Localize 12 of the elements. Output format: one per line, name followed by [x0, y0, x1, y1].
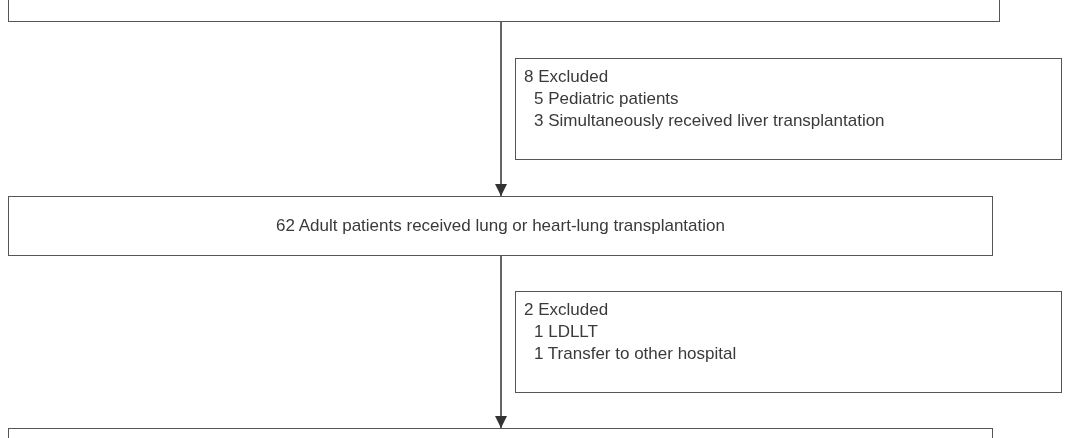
list-item: 1 Transfer to other hospital	[534, 343, 737, 365]
arrow	[495, 255, 507, 429]
box-text: 8 Excluded	[524, 66, 609, 88]
exclusion-box	[515, 291, 1062, 393]
box-text: 62 Adult patients received lung or heart-lung transplantation	[276, 216, 725, 236]
list-item: 3 Simultaneously received liver transplantation	[534, 110, 885, 132]
box-text: 2 Excluded	[524, 299, 609, 321]
list-item: 5 Pediatric patients	[534, 88, 679, 110]
exclusion-box	[515, 58, 1062, 160]
arrow	[495, 21, 507, 197]
list-item: 1 LDLLT	[534, 321, 598, 343]
process-box	[8, 196, 993, 256]
